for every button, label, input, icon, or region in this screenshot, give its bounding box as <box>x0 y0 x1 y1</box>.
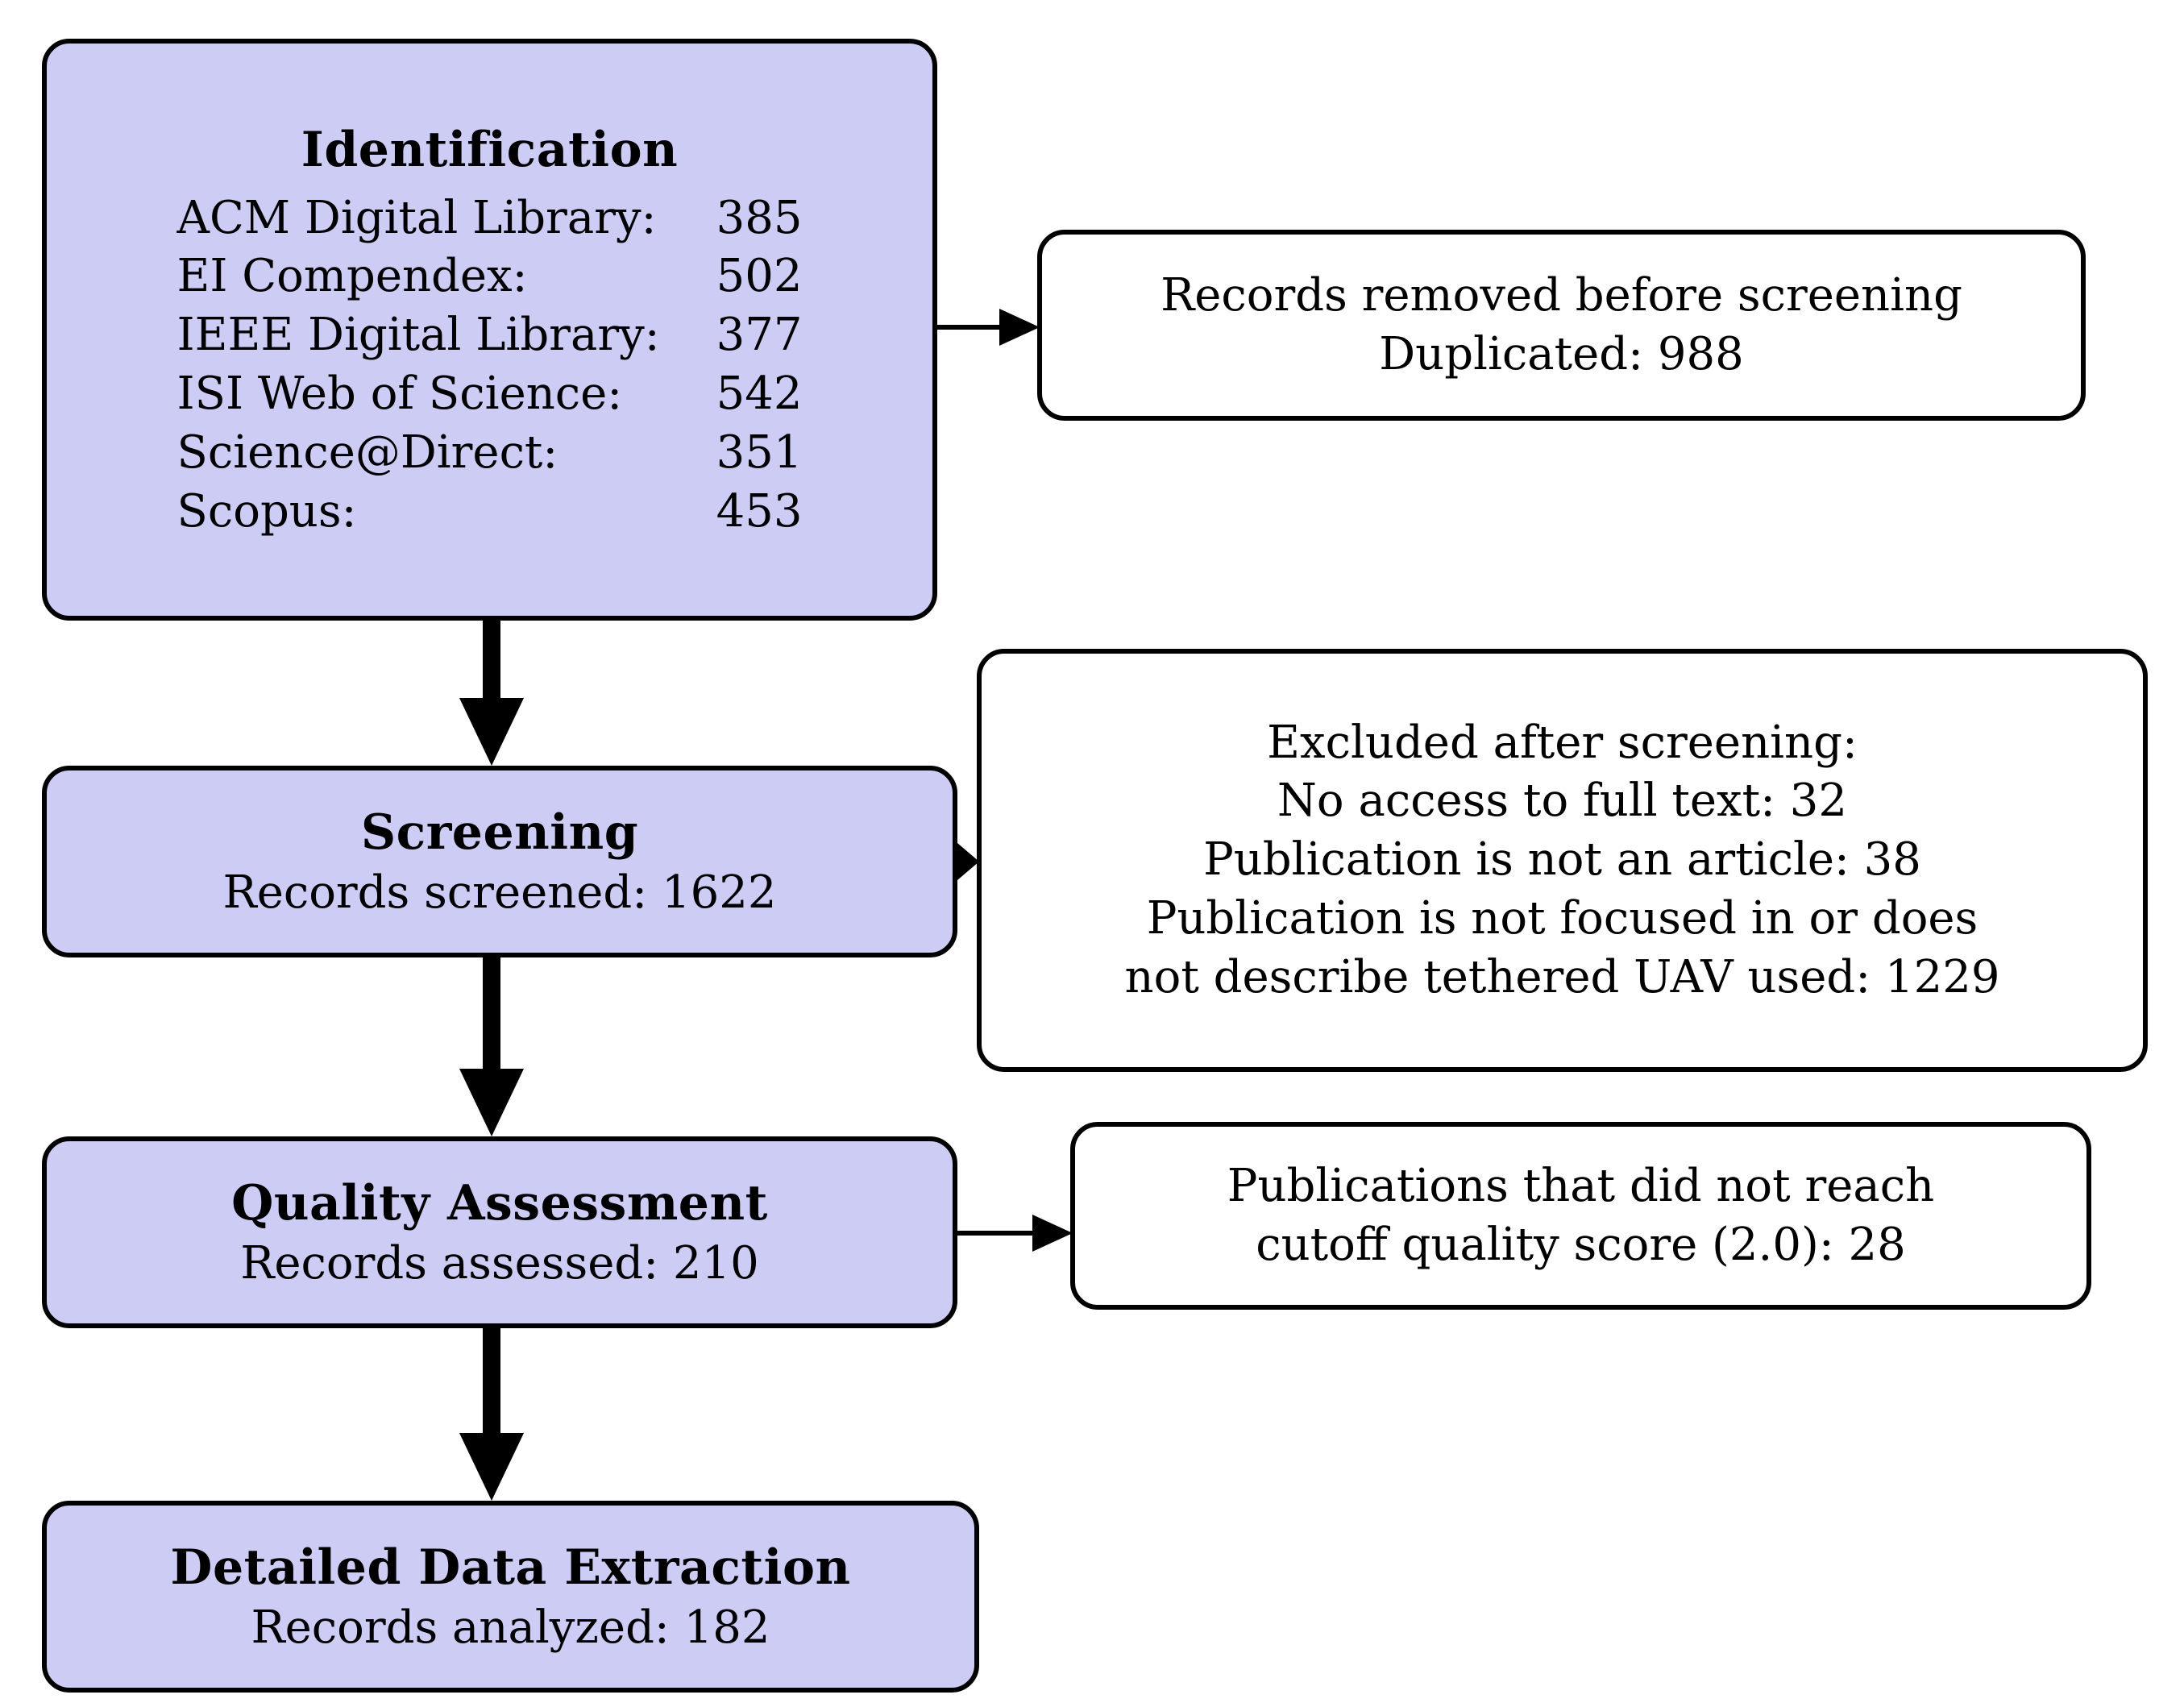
excluded-line-1: Excluded after screening: <box>1267 716 1858 769</box>
arrow-stem <box>483 1328 500 1433</box>
exclusion-box-excluded-after-screening: Excluded after screening: No access to f… <box>977 649 2148 1072</box>
source-value: 377 <box>716 309 803 362</box>
source-value: 453 <box>716 484 803 538</box>
arrow-head <box>459 698 524 766</box>
source-value: 385 <box>716 191 803 244</box>
source-row: Science@Direct: 351 <box>177 424 803 483</box>
exclusion-box-removed-before-screening: Records removed before screening Duplica… <box>1037 230 2086 421</box>
cutoff-line-1: Publications that did not reach <box>1227 1159 1935 1212</box>
arrow-head <box>459 1433 524 1501</box>
arrow-head <box>1032 1215 1073 1252</box>
exclusion-box-below-quality-cutoff: Publications that did not reach cutoff q… <box>1070 1122 2091 1310</box>
source-row: ISI Web of Science: 542 <box>177 365 803 424</box>
arrow-stem <box>483 621 500 698</box>
source-value: 542 <box>716 368 803 420</box>
source-value: 351 <box>716 426 803 479</box>
arrow-down-icon-quality-assessment-to-detailed-data-extraction <box>459 1328 524 1501</box>
arrow-head <box>999 309 1040 346</box>
excluded-line-5: not describe tethered UAV used: 1229 <box>1124 950 2000 1003</box>
arrow-head <box>459 1069 524 1136</box>
detailed-data-extraction-title: Detailed Data Extraction <box>170 1539 851 1596</box>
arrow-stem <box>483 957 500 1069</box>
quality-assessment-line-1: Records assessed: 210 <box>240 1236 759 1290</box>
excluded-line-2: No access to full text: 32 <box>1277 775 1848 828</box>
quality-assessment-title: Quality Assessment <box>231 1174 768 1232</box>
source-row: ACM Digital Library: 385 <box>177 189 803 248</box>
arrow-down-icon-identification-to-screening <box>459 621 524 766</box>
source-label: ACM Digital Library: <box>176 191 657 244</box>
source-row: EI Compendex: 502 <box>177 247 803 306</box>
excluded-line-3: Publication is not an article: 38 <box>1203 833 1921 887</box>
source-row: Scopus: 453 <box>177 483 803 542</box>
stage-box-screening: Screening Records screened: 1622 <box>42 766 957 957</box>
detailed-data-extraction-line-1: Records analyzed: 182 <box>251 1601 770 1654</box>
stage-box-identification: Identification ACM Digital Library: 385 … <box>42 39 937 621</box>
arrow-right-icon-identification-to-removed <box>937 309 1040 346</box>
source-label: IEEE Digital Library: <box>176 309 660 362</box>
arrow-stem <box>957 1231 1035 1236</box>
identification-title: Identification <box>301 121 679 178</box>
stage-box-detailed-data-extraction: Detailed Data Extraction Records analyze… <box>42 1501 979 1693</box>
arrow-head <box>957 843 979 880</box>
cutoff-line-2: cutoff quality score (2.0): 28 <box>1256 1218 1906 1271</box>
screening-line-1: Records screened: 1622 <box>222 866 777 919</box>
source-row: IEEE Digital Library: 377 <box>177 306 803 365</box>
removed-line-2: Duplicated: 988 <box>1379 327 1744 380</box>
source-label: Scopus: <box>176 484 357 538</box>
source-label: ISI Web of Science: <box>176 368 623 420</box>
source-value: 502 <box>716 250 803 303</box>
source-label: Science@Direct: <box>176 426 558 479</box>
removed-line-1: Records removed before screening <box>1161 268 1962 322</box>
arrow-right-icon-quality-assessment-to-cutoff <box>957 1215 1073 1252</box>
identification-source-table: ACM Digital Library: 385 EI Compendex: 5… <box>177 189 803 542</box>
excluded-line-4: Publication is not focused in or does <box>1146 891 1978 945</box>
source-label: EI Compendex: <box>176 250 528 303</box>
arrow-right-icon-screening-to-excluded <box>957 843 979 880</box>
stage-box-quality-assessment: Quality Assessment Records assessed: 210 <box>42 1136 957 1328</box>
arrow-stem <box>937 325 1002 330</box>
screening-title: Screening <box>360 804 639 861</box>
arrow-down-icon-screening-to-quality-assessment <box>459 957 524 1136</box>
